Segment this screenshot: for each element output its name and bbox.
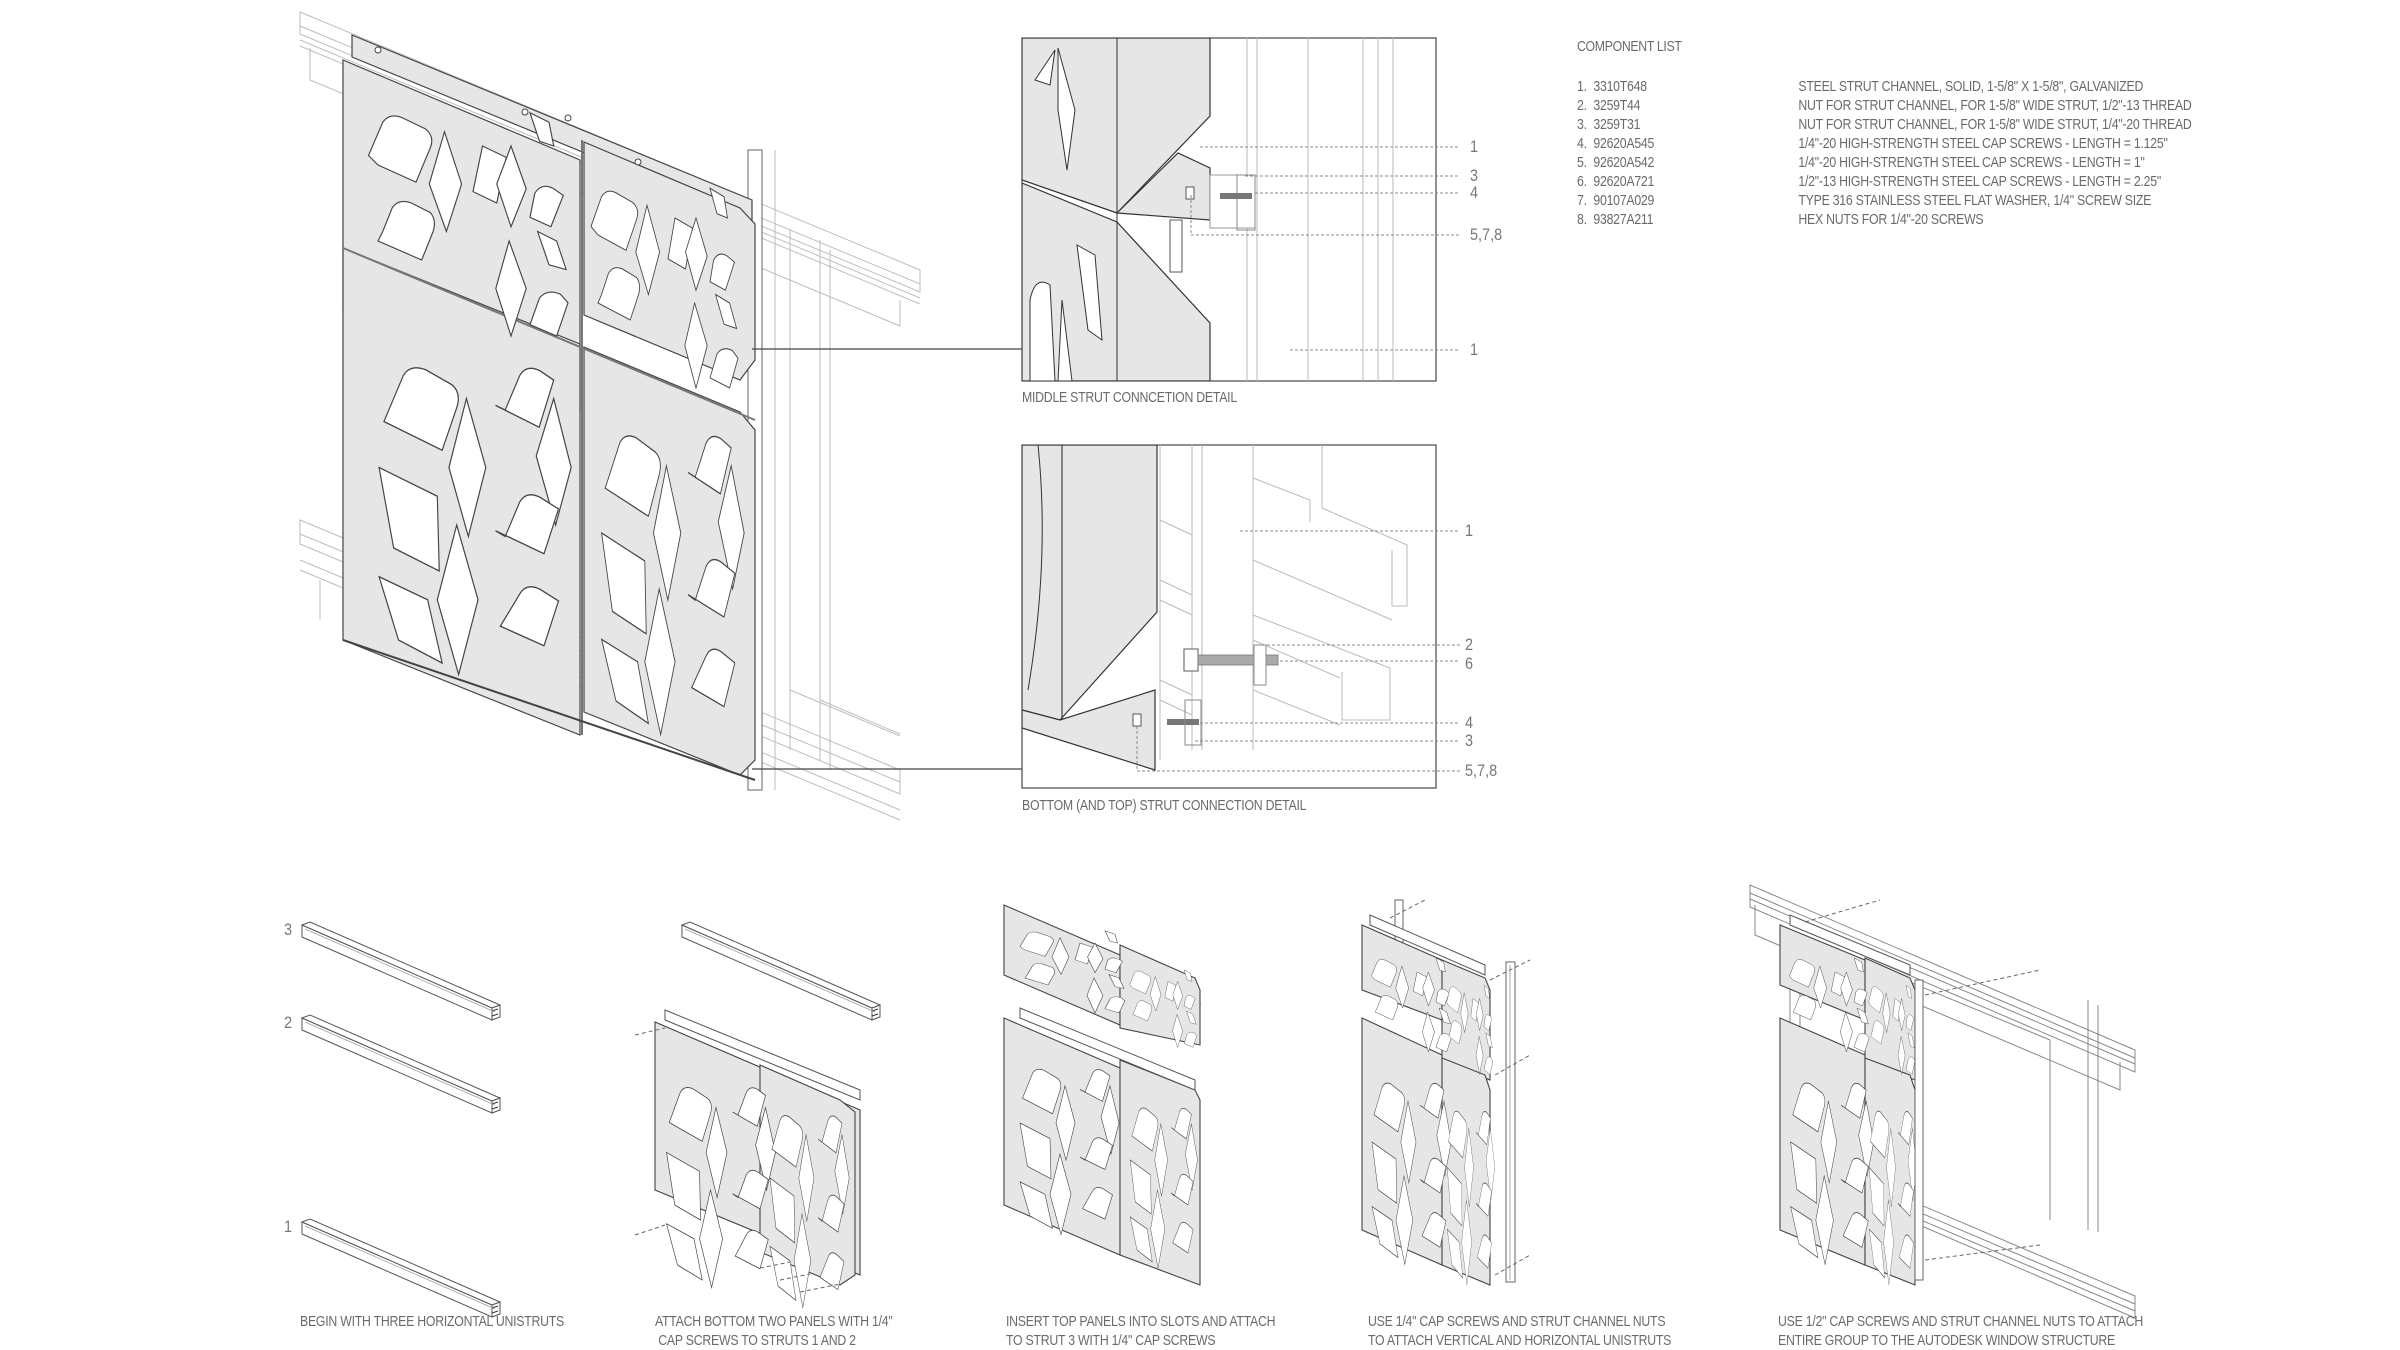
callout-label: 1 bbox=[1465, 521, 1474, 540]
strut-label-1: 1 bbox=[284, 1217, 293, 1236]
callout-label: 5,7,8 bbox=[1470, 225, 1503, 244]
middle-detail-caption: MIDDLE STRUT CONNCETION DETAIL bbox=[1022, 389, 1237, 406]
step-1-caption: BEGIN WITH THREE HORIZONTAL UNISTRUTS bbox=[300, 1313, 565, 1330]
callout-label: 1 bbox=[1470, 340, 1479, 359]
callout-label: 4 bbox=[1465, 713, 1474, 732]
callout-label: 3 bbox=[1465, 731, 1474, 750]
callout-label: 6 bbox=[1465, 654, 1474, 673]
main-assembly bbox=[299, 11, 921, 821]
bottom-detail-drawing bbox=[1021, 444, 1460, 789]
middle-detail-drawing bbox=[1021, 37, 1460, 382]
callout-label: 4 bbox=[1470, 183, 1479, 202]
callout-label: 2 bbox=[1465, 635, 1474, 654]
bottom-detail-caption: BOTTOM (AND TOP) STRUT CONNECTION DETAIL bbox=[1022, 797, 1307, 814]
strut-label-3: 3 bbox=[284, 920, 293, 939]
step-4-caption: USE 1/4" CAP SCREWS AND STRUT CHANNEL NU… bbox=[1368, 1313, 1672, 1349]
step1-drawing bbox=[301, 921, 501, 1318]
step-2-caption: ATTACH BOTTOM TWO PANELS WITH 1/4" CAP S… bbox=[655, 1313, 893, 1349]
step2-drawing bbox=[634, 921, 881, 1309]
step5-drawing bbox=[1749, 884, 2136, 1319]
step3-drawing bbox=[1003, 904, 1202, 1286]
callout-label: 1 bbox=[1470, 137, 1479, 156]
step-5-caption: USE 1/2" CAP SCREWS AND STRUT CHANNEL NU… bbox=[1778, 1313, 2143, 1349]
step-3-caption: INSERT TOP PANELS INTO SLOTS AND ATTACH … bbox=[1006, 1313, 1276, 1349]
callout-label: 3 bbox=[1470, 166, 1479, 185]
callout-label: 5,7,8 bbox=[1465, 761, 1498, 780]
component-list-title: COMPONENT LIST bbox=[1577, 38, 1682, 55]
step4-drawing bbox=[1361, 899, 1531, 1286]
strut-label-2: 2 bbox=[284, 1013, 293, 1032]
